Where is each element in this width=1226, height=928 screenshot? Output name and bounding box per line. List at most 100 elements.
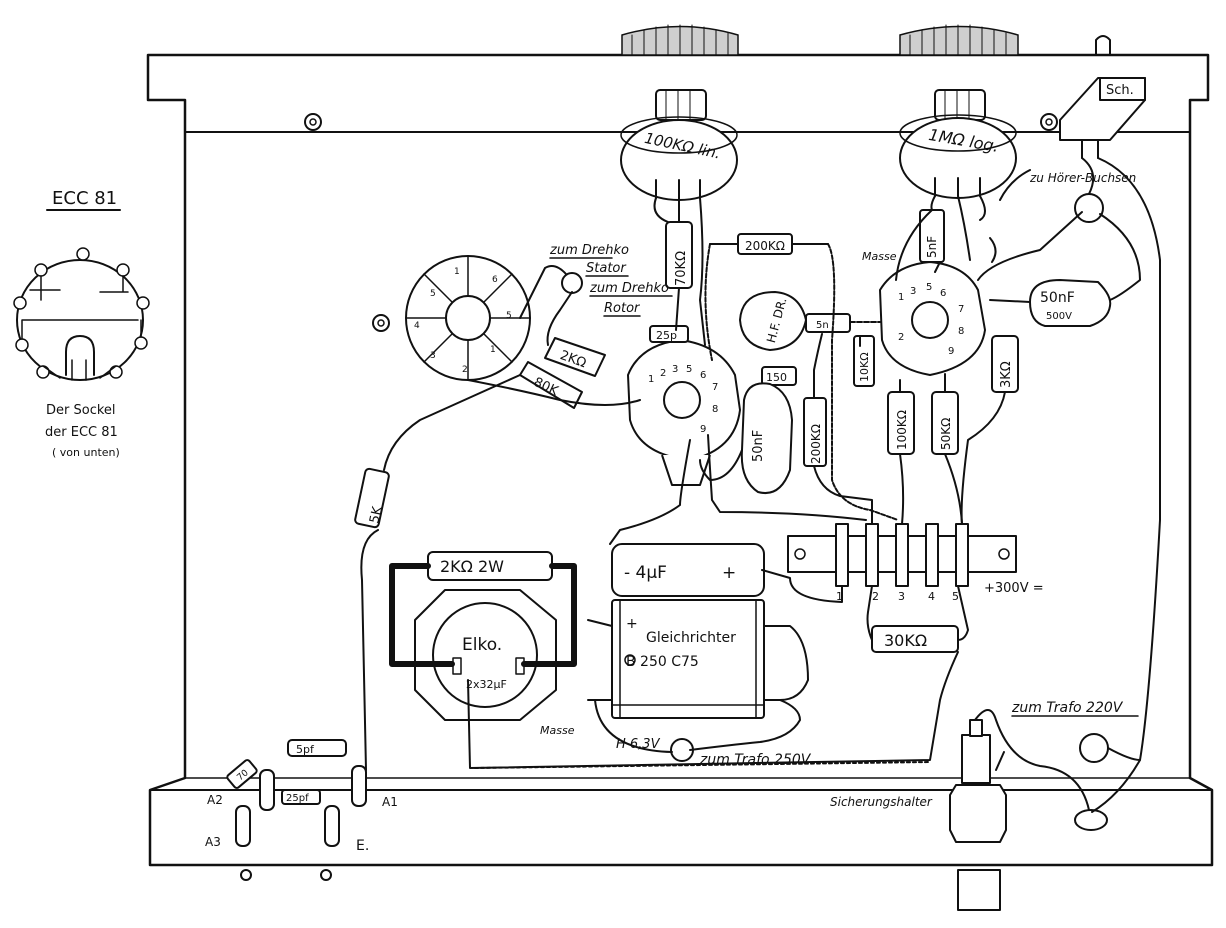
svg-text:Gleichrichter: Gleichrichter: [646, 630, 736, 646]
resistor-2k-coil: 2KΩ: [544, 337, 606, 377]
knob-right-icon: [899, 24, 1019, 56]
potentiometer-left: 100KΩ lin.: [620, 89, 738, 201]
svg-text:25pf: 25pf: [286, 793, 309, 804]
svg-text:A3: A3: [205, 835, 221, 849]
svg-text:Masse: Masse: [862, 250, 897, 263]
svg-text:6: 6: [700, 370, 706, 381]
antenna-terminals: 5pf 25pf 70 A2 A3 A1 E.: [205, 739, 398, 854]
svg-text:4: 4: [414, 321, 420, 331]
svg-text:2x32μF: 2x32μF: [466, 678, 507, 691]
terminal-strip: 1 2 3 4 5: [787, 523, 1017, 603]
svg-text:70KΩ: 70KΩ: [674, 251, 689, 286]
svg-text:zu Hörer-Buchsen: zu Hörer-Buchsen: [1029, 171, 1136, 185]
power-switch: Sch.: [1059, 77, 1146, 159]
svg-text:25p: 25p: [656, 329, 677, 342]
resistor-5k-left: 5K: [354, 467, 390, 529]
svg-text:5n: 5n: [816, 320, 829, 331]
svg-text:E.: E.: [356, 838, 369, 854]
svg-text:8: 8: [712, 404, 718, 415]
svg-text:zum Drehko: zum Drehko: [549, 243, 629, 258]
svg-text:Masse: Masse: [540, 724, 575, 737]
capacitor-5nF-top: 5nF: [919, 209, 945, 263]
electrolytic-capacitor: Elko. 2x32μF: [414, 589, 557, 721]
wire-thick-left: [389, 563, 455, 667]
resistor-200k-vertical: 200KΩ: [803, 397, 827, 467]
resistor-30k: 30KΩ: [871, 625, 959, 653]
svg-text:30KΩ: 30KΩ: [884, 631, 927, 650]
svg-text:Stator: Stator: [586, 261, 627, 276]
tube-socket-pinout: ECC 81 Der Sockel der ECC 81 ( von unten…: [13, 188, 150, 459]
resistor-150: 150: [761, 366, 797, 386]
capacitor-50nF-right: 50nF 500V: [1029, 279, 1112, 327]
hf-choke: H.F. DR. 5n: [739, 291, 851, 351]
svg-text:Sicherungshalter: Sicherungshalter: [830, 795, 933, 809]
svg-text:B 250 C75: B 250 C75: [626, 654, 699, 670]
resistor-3k: 3KΩ: [991, 335, 1019, 393]
svg-text:+: +: [722, 563, 736, 583]
svg-text:A1: A1: [382, 795, 398, 809]
tube-socket-right: 1 2 3 56 7 89: [879, 261, 986, 376]
svg-text:9: 9: [700, 424, 706, 435]
svg-text:1: 1: [454, 267, 460, 277]
svg-text:5nF: 5nF: [925, 236, 939, 258]
svg-text:50nF: 50nF: [1040, 290, 1075, 306]
capacitor-25p: 25p: [649, 325, 689, 343]
svg-text:5: 5: [430, 289, 436, 299]
socket-caption-3: ( von unten): [52, 446, 120, 459]
resistor-200k-top: 200KΩ: [709, 233, 829, 255]
svg-text:7: 7: [712, 382, 718, 393]
svg-text:3: 3: [672, 364, 678, 375]
rectifier: + Gleichrichter B 250 C75: [611, 599, 765, 719]
svg-text:9: 9: [948, 346, 954, 357]
svg-text:2: 2: [872, 590, 879, 603]
svg-text:150: 150: [766, 371, 787, 384]
svg-text:Elko.: Elko.: [462, 635, 502, 655]
resistor-2k-2w: 2KΩ 2W: [427, 551, 553, 581]
capacitor-4uF: - 4μF +: [611, 543, 765, 597]
svg-text:5pf: 5pf: [296, 743, 315, 756]
svg-text:6: 6: [492, 275, 498, 285]
resistor-70k: 70KΩ: [665, 221, 693, 289]
svg-text:50nF: 50nF: [751, 430, 766, 462]
svg-text:3: 3: [910, 286, 916, 297]
svg-text:7: 7: [958, 304, 964, 315]
svg-text:6: 6: [940, 288, 946, 299]
socket-title: ECC 81: [52, 188, 117, 209]
capacitor-50nF-mid: 50nF: [740, 382, 793, 494]
svg-text:+: +: [626, 616, 638, 632]
svg-text:1: 1: [648, 374, 654, 385]
knob-left-icon: [621, 24, 739, 56]
svg-text:2: 2: [898, 332, 904, 343]
potentiometer-right: 1MΩ log.: [899, 89, 1017, 199]
svg-text:H 6,3V: H 6,3V: [616, 737, 661, 752]
annotations: zu Hörer-Buchsen zum Drehko Stator zum D…: [540, 171, 1139, 809]
svg-text:zum Trafo 250V: zum Trafo 250V: [699, 752, 812, 768]
svg-text:5: 5: [952, 590, 959, 603]
svg-text:5: 5: [686, 364, 692, 375]
wire-thick-right: [521, 563, 577, 667]
svg-text:200KΩ: 200KΩ: [745, 239, 785, 253]
resistor-10k: 10KΩ: [853, 335, 875, 387]
svg-text:200KΩ: 200KΩ: [809, 424, 823, 464]
svg-text:1: 1: [898, 292, 904, 303]
svg-text:Rotor: Rotor: [604, 301, 641, 316]
svg-text:100KΩ: 100KΩ: [895, 410, 909, 450]
svg-text:5: 5: [926, 282, 932, 293]
svg-text:5: 5: [506, 311, 512, 321]
svg-text:zum Drehko: zum Drehko: [589, 281, 669, 296]
socket-caption-1: Der Sockel: [46, 403, 116, 418]
svg-text:1: 1: [836, 590, 843, 603]
svg-text:50KΩ: 50KΩ: [939, 418, 953, 450]
switch-label: Sch.: [1106, 83, 1134, 98]
svg-text:3KΩ: 3KΩ: [999, 361, 1014, 388]
svg-text:3: 3: [898, 590, 905, 603]
svg-text:1: 1: [490, 345, 496, 355]
svg-text:2: 2: [462, 365, 468, 375]
svg-text:5K: 5K: [367, 505, 385, 525]
svg-text:zum Trafo 220V: zum Trafo 220V: [1011, 700, 1124, 716]
svg-text:8: 8: [958, 326, 964, 337]
resistor-100k: 100KΩ: [887, 391, 915, 455]
